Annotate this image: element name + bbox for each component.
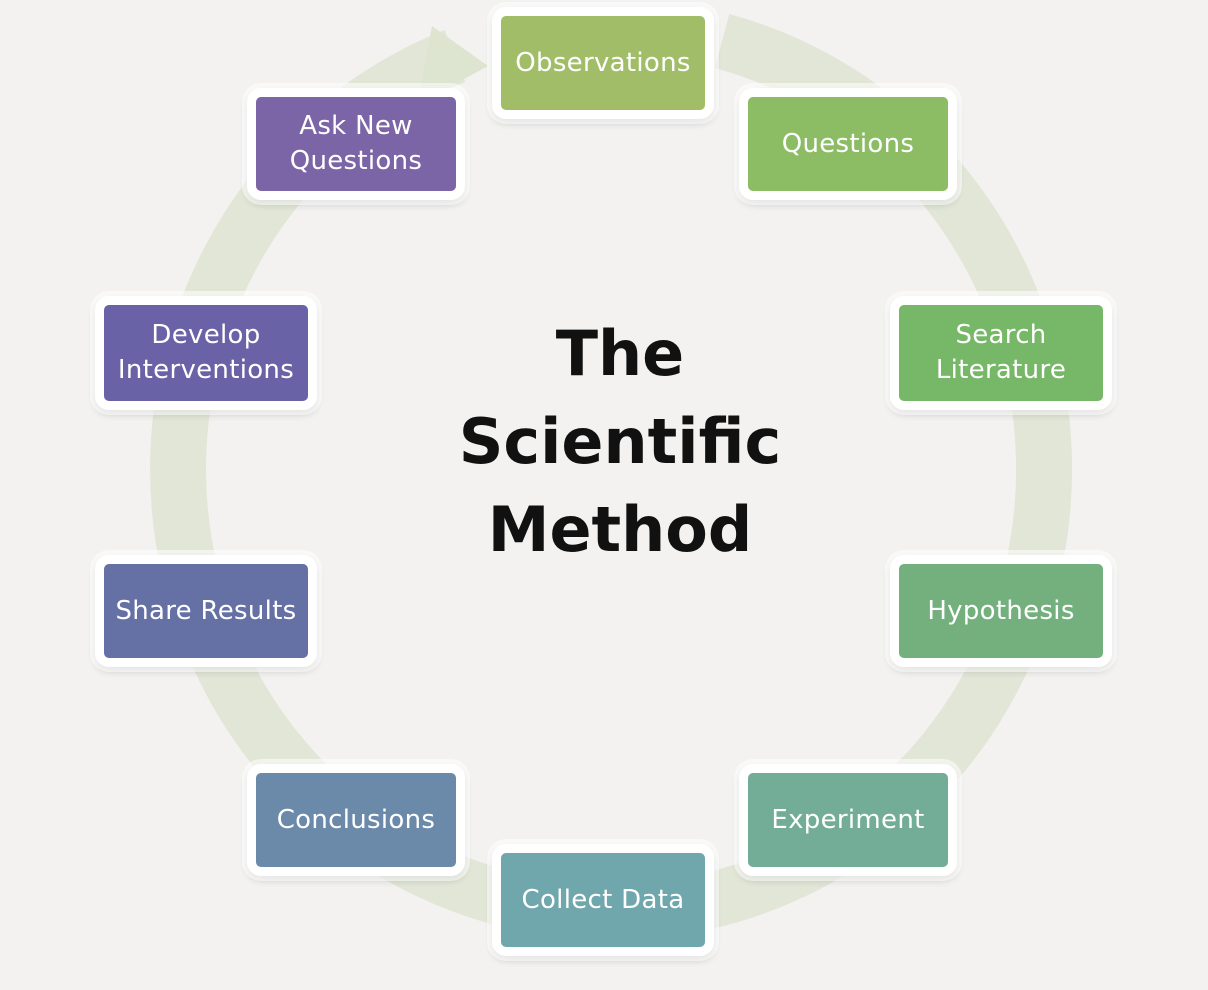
step-develop-interventions: Develop Interventions <box>95 296 317 410</box>
step-share-results: Share Results <box>95 555 317 667</box>
step-observations: Observations <box>492 7 714 119</box>
step-ask-new-questions: Ask New Questions <box>247 88 465 200</box>
title: The Scientific Method <box>458 317 782 566</box>
step-search-literature: Search Literature <box>890 296 1112 410</box>
step-experiment: Experiment <box>739 764 957 876</box>
step-collect-data: Collect Data <box>492 844 714 956</box>
step-hypothesis: Hypothesis <box>890 555 1112 667</box>
step-questions: Questions <box>739 88 957 200</box>
step-conclusions: Conclusions <box>247 764 465 876</box>
cycle-arrowhead <box>418 26 488 104</box>
